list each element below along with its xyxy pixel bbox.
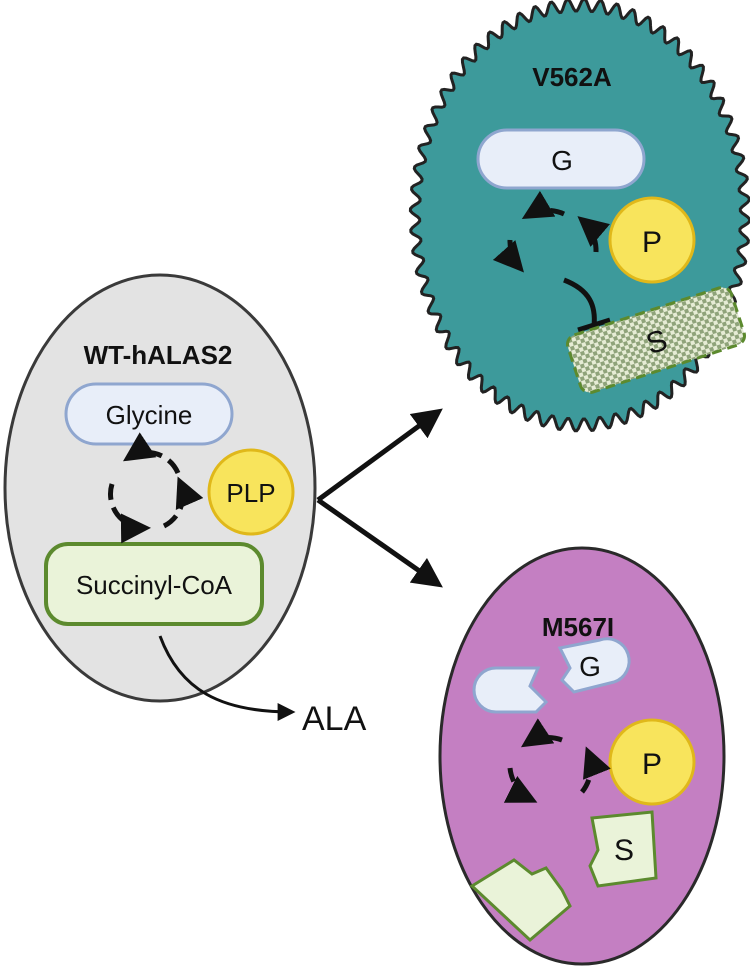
wt-halas2-cell: WT-hALAS2 Glycine PLP Succinyl-CoA ALA <box>3 273 367 738</box>
m567i-glycine-fragment-right <box>557 637 631 694</box>
glycine-label: Glycine <box>106 400 193 430</box>
m567i-glycine-fragment-left <box>472 666 549 714</box>
mutation-branch-arrows <box>316 408 443 588</box>
wt-title: WT-hALAS2 <box>84 340 233 370</box>
v562a-plp <box>608 196 696 284</box>
inhibition-bar <box>577 317 611 333</box>
catalytic-cycle-icon <box>108 432 204 544</box>
v562a-title: V562A <box>532 62 612 92</box>
v562a-cycle-icon <box>492 190 610 273</box>
ala-product-arrow <box>158 635 296 721</box>
m567i-cell: M567I G P S <box>438 546 726 966</box>
v562a-glycine-label: G <box>551 145 573 176</box>
arrow-to-m567i <box>316 497 443 588</box>
m567i-succinyl-fragment-right <box>588 810 658 888</box>
plp-cofactor <box>207 448 295 536</box>
m567i-succinyl-label: S <box>614 834 634 867</box>
plp-label: PLP <box>226 478 275 508</box>
m567i-plp-label: P <box>642 748 662 781</box>
v562a-succinyl-coa: S <box>566 285 746 395</box>
v562a-cell: V562A G P S <box>408 0 750 433</box>
m567i-succinyl-fragment-left <box>469 858 572 943</box>
succinyl-coa-substrate <box>44 542 264 626</box>
m567i-glycine-label: G <box>579 651 601 682</box>
v562a-glycine <box>476 128 646 190</box>
succinyl-coa-label: Succinyl-CoA <box>76 570 233 600</box>
arrow-to-v562a <box>316 408 443 503</box>
m567i-cycle-icon <box>503 718 611 803</box>
m567i-title: M567I <box>542 612 614 642</box>
v562a-plp-label: P <box>642 226 662 259</box>
blocked-reaction-arrow <box>563 277 597 327</box>
ala-label: ALA <box>302 700 367 738</box>
